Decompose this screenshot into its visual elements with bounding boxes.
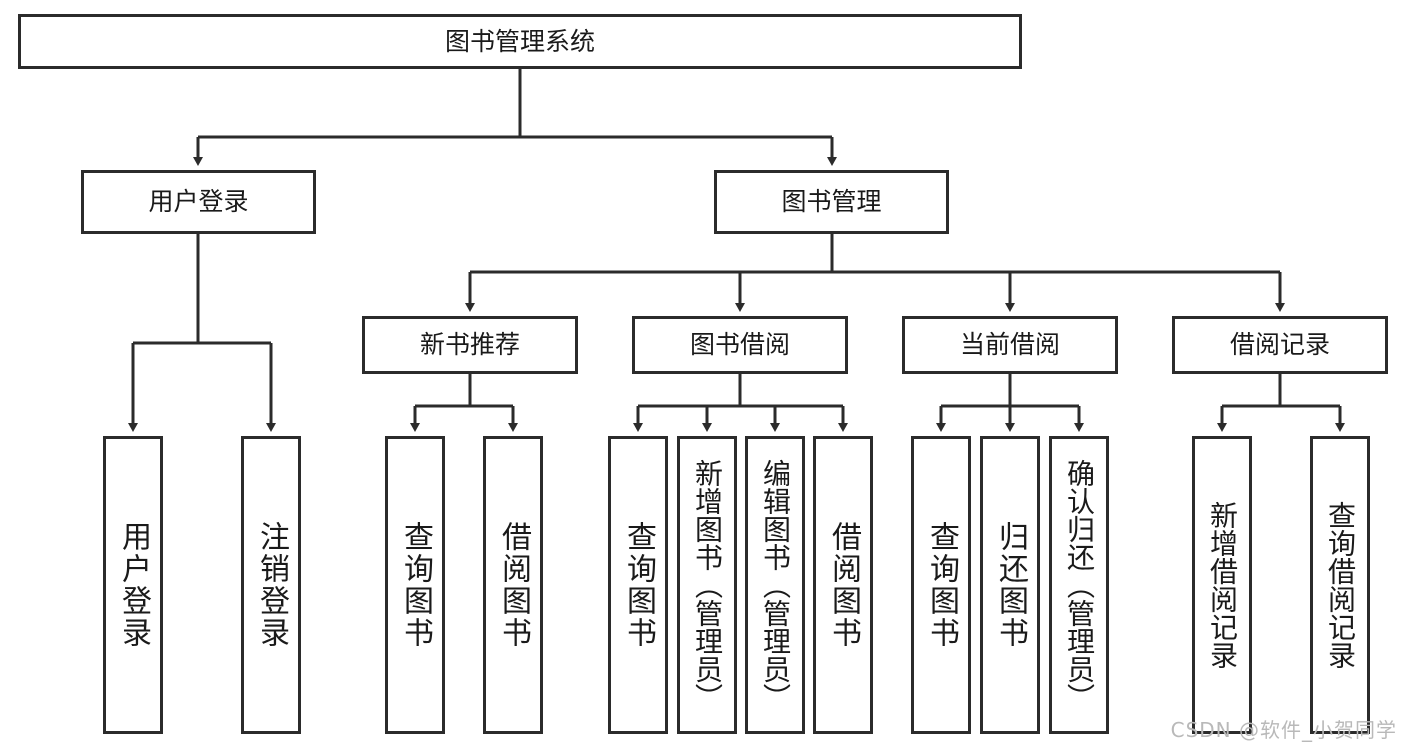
leaf-query-borrow-record[interactable]: 查询借阅记录 [1310, 436, 1370, 734]
node-label: 图书管理 [781, 187, 882, 217]
leaf-query-book-borrow[interactable]: 查询图书 [608, 436, 668, 734]
leaf-query-book-current[interactable]: 查询图书 [911, 436, 971, 734]
node-label: 注销登录 [254, 521, 289, 649]
leaf-add-book-admin[interactable]: 新增图书（管理员） [677, 436, 737, 734]
leaf-logout[interactable]: 注销登录 [241, 436, 301, 734]
node-label: 确认归还（管理员） [1063, 459, 1096, 711]
leaf-borrow-book[interactable]: 借阅图书 [813, 436, 873, 734]
node-label: 图书管理系统 [444, 26, 595, 56]
node-label: 编辑图书（管理员） [759, 459, 792, 711]
leaf-borrow-book-recommend[interactable]: 借阅图书 [483, 436, 543, 734]
node-label: 归还图书 [993, 521, 1028, 649]
node-label: 借阅记录 [1229, 330, 1330, 360]
csdn-watermark: CSDN @软件_小贺同学 [1170, 718, 1397, 742]
node-book-management[interactable]: 图书管理 [714, 170, 949, 234]
node-label: 借阅图书 [496, 521, 531, 649]
leaf-edit-book-admin[interactable]: 编辑图书（管理员） [745, 436, 805, 734]
leaf-query-book-recommend[interactable]: 查询图书 [385, 436, 445, 734]
leaf-user-login[interactable]: 用户登录 [103, 436, 163, 734]
node-book-borrow[interactable]: 图书借阅 [632, 316, 848, 374]
node-label: 用户登录 [148, 187, 249, 217]
node-label: 查询借阅记录 [1324, 501, 1357, 669]
leaf-confirm-return-admin[interactable]: 确认归还（管理员） [1049, 436, 1109, 734]
node-label: 用户登录 [116, 521, 151, 649]
node-borrow-record[interactable]: 借阅记录 [1172, 316, 1388, 374]
node-label: 图书借阅 [689, 330, 790, 360]
node-label: 借阅图书 [826, 521, 861, 649]
node-current-borrow[interactable]: 当前借阅 [902, 316, 1118, 374]
node-label: 查询图书 [924, 521, 959, 649]
node-root-system[interactable]: 图书管理系统 [18, 14, 1022, 69]
node-new-book-recommend[interactable]: 新书推荐 [362, 316, 578, 374]
node-label: 当前借阅 [959, 330, 1060, 360]
node-label: 查询图书 [621, 521, 656, 649]
node-label: 新书推荐 [419, 330, 520, 360]
leaf-return-book[interactable]: 归还图书 [980, 436, 1040, 734]
node-label: 查询图书 [398, 521, 433, 649]
node-label: 新增图书（管理员） [691, 459, 724, 711]
leaf-add-borrow-record[interactable]: 新增借阅记录 [1192, 436, 1252, 734]
node-user-login[interactable]: 用户登录 [81, 170, 316, 234]
node-label: 新增借阅记录 [1206, 501, 1239, 669]
